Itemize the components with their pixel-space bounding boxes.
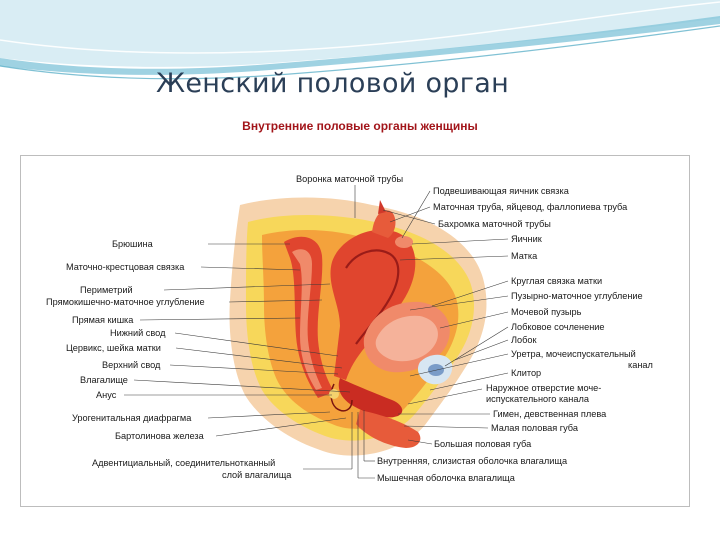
label-urethra-line1: Уретра, мочеиспускательный: [511, 349, 636, 359]
label-pubis: Лобок: [511, 335, 538, 345]
label-fimbriae: Бахромка маточной трубы: [438, 219, 551, 229]
label-hymen: Гимен, девственная плева: [493, 409, 607, 419]
diagram-frame: [20, 155, 690, 507]
label-round-ligament: Круглая связка матки: [511, 276, 602, 286]
label-labia-minora: Малая половая губа: [491, 423, 579, 433]
anatomy-illustration: [229, 197, 487, 456]
label-urogenital-diaphragm: Урогенитальная диафрагма: [72, 413, 192, 423]
label-lower-fornix: Нижний свод: [110, 328, 166, 338]
label-perimetrium: Периметрий: [80, 285, 133, 295]
label-suspensory-ligament: Подвешивающая яичник связка: [433, 186, 570, 196]
leader-lines: [124, 185, 509, 479]
label-vaginal-muscle: Мышечная оболочка влагалища: [377, 473, 516, 483]
label-peritoneum: Брюшина: [112, 239, 154, 249]
label-pubic-symphysis: Лобковое сочленение: [511, 322, 605, 332]
diagram-title: Внутренние половые органы женщины: [242, 119, 478, 133]
label-vesicouterine-pouch: Пузырно-маточное углубление: [511, 291, 643, 301]
label-uterus: Матка: [511, 251, 538, 261]
header-wave-decoration: [0, 0, 720, 80]
label-adventitia-line2: слой влагалища: [222, 470, 292, 480]
label-urethral-opening-line1: Наружное отверстие моче-: [486, 383, 601, 393]
label-ovary: Яичник: [511, 234, 543, 244]
label-vaginal-mucosa: Внутренняя, слизистая оболочка влагалища: [377, 456, 568, 466]
label-funnel-of-tube: Воронка маточной трубы: [296, 174, 403, 184]
label-urethral-opening-line2: испускательного канала: [486, 394, 590, 404]
label-bartholin-gland: Бартолинова железа: [115, 431, 205, 441]
slide-title: Женский половой орган: [156, 68, 510, 99]
label-rectouterine-pouch: Прямокишечно-маточное углубление: [46, 297, 205, 307]
label-urethra-line2: канал: [628, 360, 653, 370]
label-rectum: Прямая кишка: [72, 315, 134, 325]
label-adventitia-line1: Адвентициальный, соединительнотканный: [92, 458, 275, 468]
label-bladder: Мочевой пузырь: [511, 307, 582, 317]
label-labia-majora: Большая половая губа: [434, 439, 532, 449]
diagram-labels: Воронка маточной трубы Брюшина Маточно-к…: [46, 174, 653, 483]
label-uterosacral-ligament: Маточно-крестцовая связка: [66, 262, 185, 272]
label-vagina: Влагалище: [80, 375, 128, 385]
label-upper-fornix: Верхний свод: [102, 360, 161, 370]
label-anus: Анус: [96, 390, 117, 400]
label-clitoris: Клитор: [511, 368, 541, 378]
label-fallopian-tube: Маточная труба, яйцевод, фаллопиева труб…: [433, 202, 628, 212]
label-cervix: Цервикс, шейка матки: [66, 343, 161, 353]
